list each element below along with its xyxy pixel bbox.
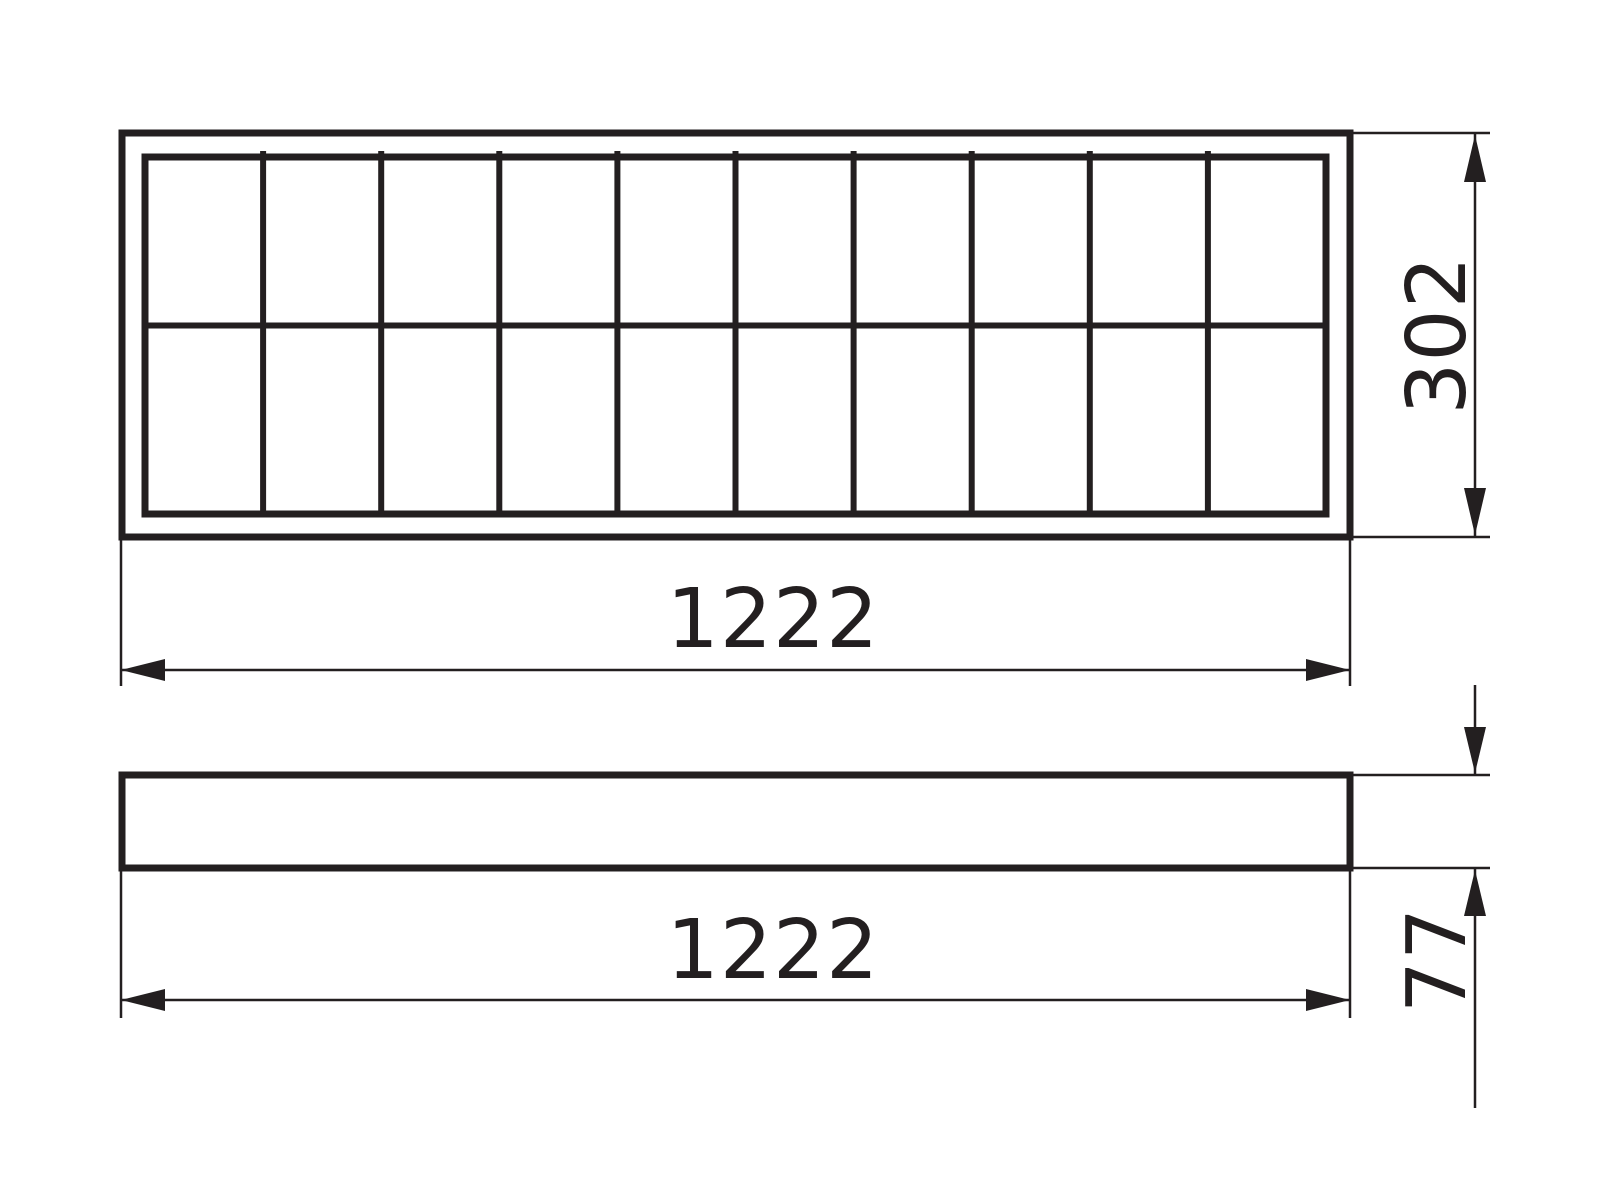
side-width-label: 1222 (667, 903, 880, 998)
louver-grid (145, 151, 1326, 514)
side-view-body (118, 771, 1354, 872)
top-view-outer-frame (118, 129, 1354, 541)
top-height-arrow-bottom (1464, 488, 1486, 535)
side-width-arrow-left (121, 989, 165, 1011)
side-width-dimension: 1222 (119, 871, 1352, 1018)
top-height-arrow-top (1464, 135, 1486, 182)
top-height-label: 302 (1390, 255, 1485, 415)
top-width-label: 1222 (667, 572, 880, 667)
top-width-arrow-left (121, 659, 165, 681)
side-view (118, 771, 1354, 872)
top-width-dimension: 1222 (119, 540, 1352, 686)
side-height-arrow-bottom (1464, 870, 1486, 916)
top-view (118, 129, 1354, 541)
side-height-dimension: 77 (1353, 685, 1490, 1108)
side-height-label: 77 (1390, 907, 1485, 1013)
side-height-arrow-top (1464, 727, 1486, 773)
top-width-arrow-right (1306, 659, 1350, 681)
top-height-dimension: 302 (1353, 131, 1490, 539)
side-width-arrow-right (1306, 989, 1350, 1011)
